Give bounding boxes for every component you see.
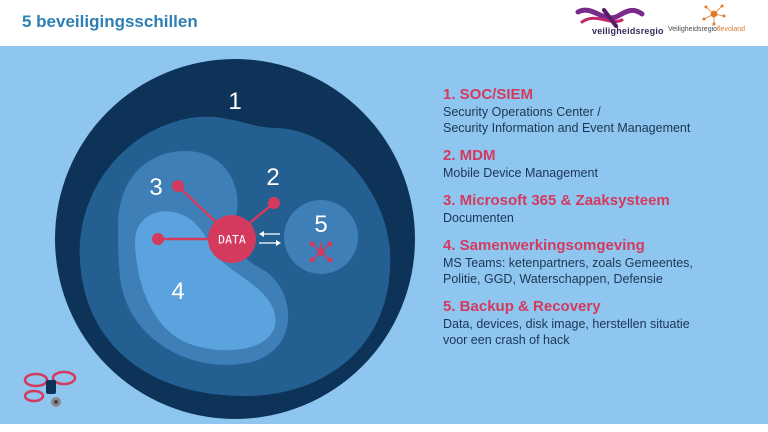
- legend-item-line: Security Operations Center /: [443, 105, 601, 119]
- legend-item-3: 3. Microsoft 365 & Zaaksysteem Documente…: [443, 192, 763, 226]
- legend-item-title: 4. Samenwerkingsomgeving: [443, 237, 645, 254]
- data-core-label: DATA: [218, 233, 246, 247]
- layer-4-shape: [134, 211, 276, 351]
- exchange-arrows-icon: [259, 231, 281, 246]
- data-core: [208, 215, 256, 263]
- security-layers-diagram: DATA 1 2 3 4 5: [55, 59, 415, 419]
- layer-2-number: 2: [266, 164, 279, 191]
- legend-item-5: 5. Backup & Recovery Data, devices, disk…: [443, 298, 763, 348]
- logo2-text: Veiligheidsregioflevoland: [668, 26, 746, 33]
- legend-item-title: 3. Microsoft 365 & Zaaksysteem: [443, 192, 670, 209]
- drone-icon: [23, 370, 77, 407]
- legend-item-line: Mobile Device Management: [443, 166, 598, 180]
- header: 5 beveiligingsschillen veiligheidsregio …: [0, 0, 768, 46]
- legend-item-line: Security Information and Event Managemen…: [443, 121, 691, 135]
- legend-item-2: 2. MDM Mobile Device Management: [443, 147, 763, 181]
- node-layer-4: [152, 233, 164, 245]
- logo1-text: veiligheidsregio: [592, 26, 664, 36]
- layer-5-number: 5: [314, 211, 327, 238]
- veiligheidsregio-flevoland-logo: Veiligheidsregioflevoland: [668, 4, 760, 42]
- connector-lines: [158, 185, 275, 241]
- legend-list: 1. SOC/SIEM Security Operations Center /…: [443, 86, 763, 359]
- legend-item-line: Documenten: [443, 211, 514, 225]
- bottom-strip: [0, 424, 768, 432]
- page-title: 5 beveiligingsschillen: [22, 12, 198, 31]
- legend-item-line: voor een crash of hack: [443, 333, 570, 347]
- veiligheidsregio-logo: veiligheidsregio: [574, 6, 666, 40]
- content-area: DATA 1 2 3 4 5 1. SOC/SIEM Security Oper…: [0, 46, 768, 432]
- legend-item-line: Data, devices, disk image, herstellen si…: [443, 317, 690, 331]
- legend-item-line: Politie, GGD, Waterschappen, Defensie: [443, 272, 663, 286]
- legend-item-1: 1. SOC/SIEM Security Operations Center /…: [443, 86, 763, 136]
- legend-item-title: 2. MDM: [443, 147, 496, 164]
- network-icon: [309, 241, 333, 263]
- layer-5-circle: [284, 200, 358, 274]
- flevoland-logo-icon: [702, 4, 726, 26]
- veiligheidsregio-logo-icon: [575, 7, 645, 28]
- legend-item-line: MS Teams: ketenpartners, zoals Gemeentes…: [443, 256, 693, 270]
- layer-4-number: 4: [171, 278, 184, 305]
- legend-item-title: 5. Backup & Recovery: [443, 298, 601, 315]
- legend-item-4: 4. Samenwerkingsomgeving MS Teams: keten…: [443, 237, 763, 287]
- layer-3-number: 3: [149, 174, 162, 201]
- layer-1-number: 1: [228, 88, 241, 115]
- node-layer-2: [268, 197, 280, 209]
- legend-item-title: 1. SOC/SIEM: [443, 86, 534, 103]
- node-layer-3: [172, 180, 184, 192]
